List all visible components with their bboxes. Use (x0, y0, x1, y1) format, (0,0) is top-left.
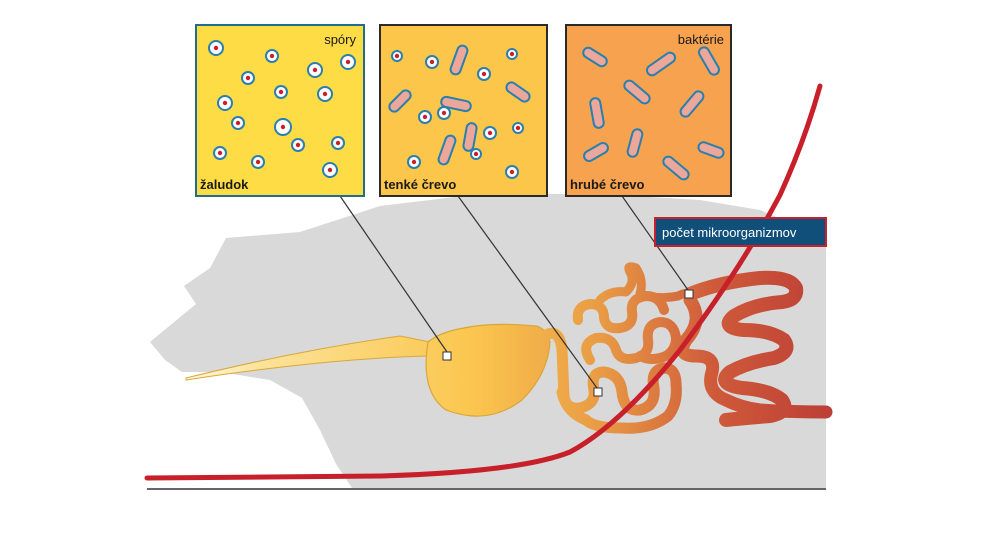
bacterium (449, 44, 469, 76)
spore-core (509, 169, 515, 175)
bacterium (679, 90, 705, 118)
spore-core (345, 59, 351, 65)
spore-core (322, 91, 328, 97)
bacteria-cluster (582, 46, 725, 181)
mixed-cluster (388, 44, 531, 179)
curve-label: počet mikroorganizmov (662, 225, 797, 240)
small-intestine (542, 327, 682, 434)
bacterium (437, 134, 457, 166)
spore-core (473, 151, 479, 157)
stomach (425, 323, 551, 417)
spore-core (335, 140, 341, 146)
spore-core (217, 150, 223, 156)
spore-core (509, 51, 515, 57)
marker-small-intestine (593, 387, 603, 397)
spore-core (422, 114, 428, 120)
bacterium (388, 89, 412, 113)
spore-core (295, 142, 301, 148)
spore-core (429, 59, 435, 65)
bacterium (589, 97, 605, 129)
spore-core (411, 159, 417, 165)
spore-core (280, 124, 286, 130)
spore-core (394, 53, 400, 59)
marker-stomach (442, 351, 452, 361)
curve-label-box (654, 217, 827, 247)
spore-core (222, 100, 228, 106)
microorganism-curve (144, 83, 823, 481)
spore-core (327, 167, 333, 173)
spore-core (235, 120, 241, 126)
panel-stomach: spóry žaludok (195, 24, 365, 197)
spore-core (441, 110, 447, 116)
panel-small-intestine: tenké črevo (379, 24, 548, 197)
bacterium (645, 51, 677, 77)
spores-cluster (208, 40, 356, 178)
spore-core (278, 89, 284, 95)
spore-core (515, 125, 521, 131)
panel-small-intestine-label: tenké črevo (384, 177, 456, 192)
spore-core (213, 45, 219, 51)
panel-stomach-contents: spóry (324, 32, 356, 47)
panel-large-intestine: baktérie hrubé črevo (565, 24, 732, 197)
marker-large-intestine (684, 289, 694, 299)
bacterium (623, 79, 651, 105)
bacterium (462, 122, 478, 152)
bacterium (440, 95, 472, 113)
bacterium (582, 46, 608, 68)
spore-core (255, 159, 261, 165)
bacterium (697, 141, 725, 159)
bacterium (662, 155, 690, 181)
bacterium (626, 128, 644, 158)
leader-line-stomach (339, 195, 448, 353)
panel-large-intestine-label: hrubé črevo (570, 177, 644, 192)
spore-core (312, 67, 318, 73)
spore-core (487, 130, 493, 136)
leader-line-small-intestine (457, 195, 598, 389)
digestive-tract (185, 262, 833, 434)
bacterium (583, 142, 609, 162)
spore-core (245, 75, 251, 81)
spore-core (481, 71, 487, 77)
panel-stomach-label: žaludok (200, 177, 249, 192)
large-intestine (683, 270, 804, 427)
bacterium (698, 46, 720, 76)
bacterium (505, 81, 531, 103)
panel-large-intestine-contents: baktérie (678, 32, 724, 47)
spore-core (269, 53, 275, 59)
